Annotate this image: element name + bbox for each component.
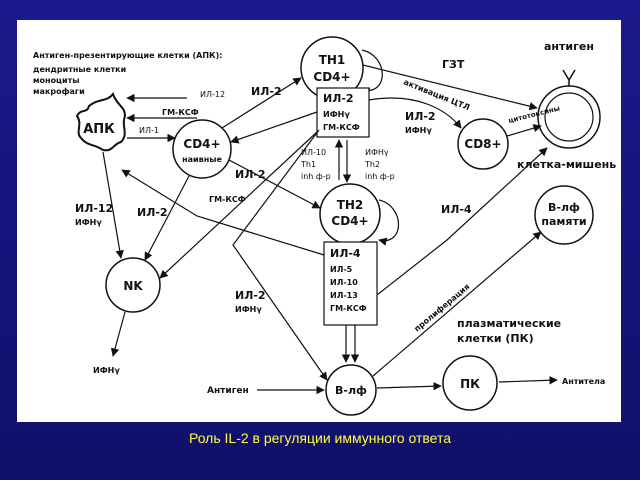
apc-label: АПК <box>83 122 115 137</box>
th1-cd4-label: CD4+ <box>313 70 350 84</box>
label-ifn-out: ИФНγ <box>93 366 120 375</box>
th2-inh-2: Th2 <box>364 160 380 169</box>
label-ifn-cd8: ИФНγ <box>405 126 432 135</box>
plasma-title-2: клетки (ПК) <box>457 332 534 345</box>
cd4-naive-cell <box>172 119 232 179</box>
arrow-gmcsf-mid <box>121 169 325 256</box>
label-ifn-nk: ИФНγ <box>75 218 102 227</box>
memory-b-sublabel: памяти <box>541 215 586 228</box>
arrow-naive-to-th2 <box>228 159 321 209</box>
target-cell-inner <box>544 92 594 142</box>
legend-line-2: моноциты <box>33 76 79 85</box>
th1-cytokine-box <box>316 87 370 138</box>
th2-label: TH2 <box>337 198 364 212</box>
label-il2-th1: ИЛ-2 <box>251 85 282 98</box>
nk-cell <box>105 257 161 313</box>
label-il2-mid: ИЛ-2 <box>235 168 266 181</box>
th2-inh-1: ИФНγ <box>365 148 389 157</box>
label-gmcsf-mid: ГМ-КСФ <box>209 195 246 204</box>
label-il2-cd8: ИЛ-2 <box>405 110 436 123</box>
memory-b-label: В-лф <box>548 201 580 214</box>
arrow-th2box-to-target <box>376 147 548 296</box>
th2-inh-3: inh ф-р <box>365 172 395 181</box>
th2-box-item-3: ИЛ-10 <box>330 278 358 287</box>
arrow-il2-bottom <box>232 129 328 381</box>
cd4-naive-sublabel: наивные <box>182 155 222 164</box>
label-il4: ИЛ-4 <box>441 203 472 216</box>
label-gzt: ГЗТ <box>442 58 465 71</box>
th1-label: TH1 <box>319 53 346 67</box>
th1-box-item-3: ГМ-КСФ <box>323 123 360 132</box>
arrow-naive-to-th1 <box>221 77 302 129</box>
th2-box-item-4: ИЛ-13 <box>330 291 358 300</box>
arrow-bcell-to-plasma <box>376 382 442 391</box>
th2-box-item-1: ИЛ-4 <box>330 247 361 260</box>
label-il2-bottom: ИЛ-2 <box>235 289 266 302</box>
plasma-cell-label: ПК <box>460 377 480 391</box>
label-il12-nk: ИЛ-12 <box>75 202 113 215</box>
nk-label: NK <box>123 279 143 293</box>
th1-inh-1: ИЛ-10 <box>301 148 326 157</box>
legend-line-1: дендритные клетки <box>33 65 126 74</box>
target-cell-outer <box>537 85 601 149</box>
cd8-cell <box>457 118 509 170</box>
diagram-panel: Антиген-презентирующие клетки (АПК): ден… <box>17 20 621 422</box>
label-gmcsf-top: ГМ-КСФ <box>162 108 199 117</box>
cd8-label: CD8+ <box>464 137 501 151</box>
apc-cell <box>75 91 127 152</box>
th1-autocrine-arrow <box>361 49 383 96</box>
b-cell <box>325 364 377 416</box>
memory-b-cell <box>534 185 594 245</box>
plasma-cell <box>442 355 498 411</box>
antigen-receptor <box>562 69 576 86</box>
arrow-plasma-to-antibodies <box>498 376 558 385</box>
label-antigen-bottom: Антиген <box>207 386 249 396</box>
arrow-th1-to-target <box>362 64 538 111</box>
th1-box-item-2: ИФНγ <box>323 110 350 119</box>
arrow-th1box-to-cd8 <box>368 97 462 129</box>
label-il1: ИЛ-1 <box>139 126 159 135</box>
th2-box-item-2: ИЛ-5 <box>330 265 353 274</box>
label-il12-top: ИЛ-12 <box>200 90 225 99</box>
immune-response-diagram: Антиген-презентирующие клетки (АПК): ден… <box>33 36 616 416</box>
arrow-cd8-to-target <box>506 124 542 137</box>
antigen-top-label: антиген <box>544 40 594 53</box>
arrow-nk-out <box>110 311 126 357</box>
th2-autocrine-arrow <box>378 199 400 246</box>
arrow-th1-to-nk <box>159 131 318 279</box>
legend-line-3: макрофаги <box>33 87 85 96</box>
cd4-naive-label: CD4+ <box>183 137 220 151</box>
th2-cytokine-box <box>323 241 378 326</box>
label-il2-nk: ИЛ-2 <box>137 206 168 219</box>
label-ifn-bottom: ИФНγ <box>235 305 262 314</box>
th2-box-item-5: ГМ-КСФ <box>330 304 367 313</box>
slide-caption: Роль IL-2 в регуляции иммунного ответа <box>188 430 452 446</box>
arrow-bcell-to-memory <box>372 231 542 377</box>
plasma-title-1: плазматические <box>457 317 561 330</box>
label-antibodies: Антитела <box>562 377 605 386</box>
th1-inh-3: inh ф-р <box>301 172 331 181</box>
arrow-apc-to-nk <box>102 151 124 259</box>
legend-title: Антиген-презентирующие клетки (АПК): <box>33 51 222 60</box>
arrow-th1box-to-naive <box>230 111 318 144</box>
arrow-naive-to-nk <box>144 175 190 261</box>
th1-box-item-1: ИЛ-2 <box>323 92 354 105</box>
th1-inh-2: Th1 <box>300 160 316 169</box>
th2-cd4-label: CD4+ <box>331 214 368 228</box>
target-cell-label: клетка-мишень <box>517 158 616 171</box>
b-cell-label: В-лф <box>335 384 367 397</box>
